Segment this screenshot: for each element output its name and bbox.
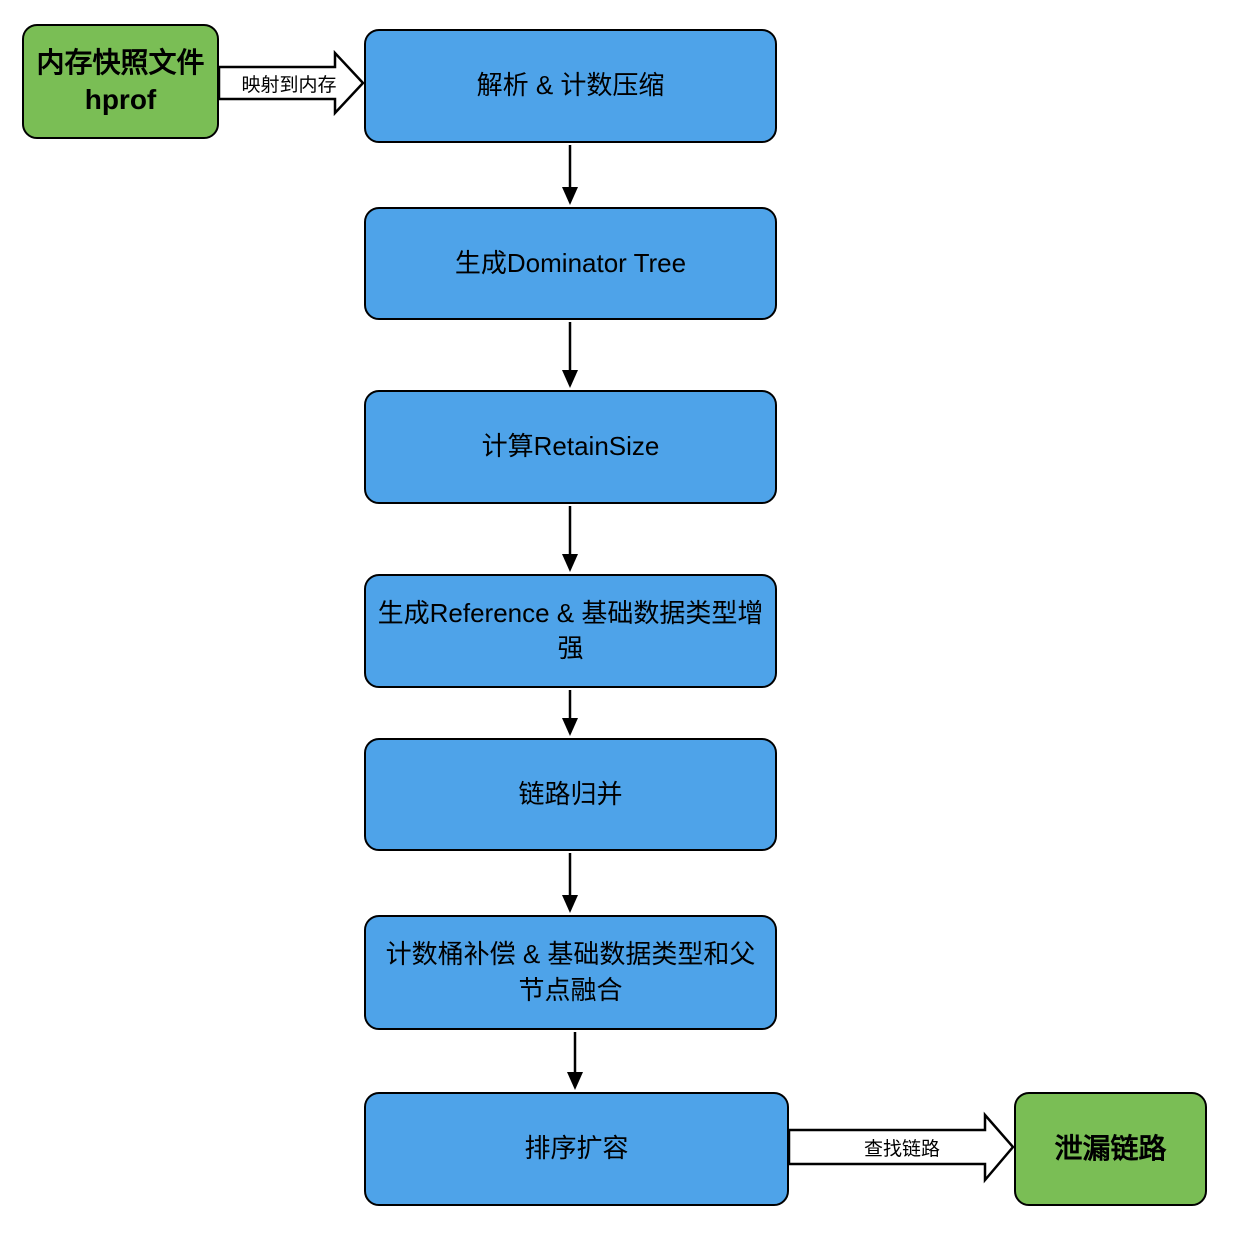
- edge-label-map-to-memory: 映射到内存: [241, 74, 337, 96]
- node-step-sort-expand: 排序扩容: [364, 1092, 789, 1206]
- node-step-dominator-tree: 生成Dominator Tree: [364, 207, 777, 320]
- node-hprof-file-label: 内存快照文件 hprof: [36, 47, 205, 115]
- block-arrow-map-to-memory-icon: [217, 49, 365, 117]
- arrow-down-5-icon: [562, 853, 578, 913]
- arrow-down-4-icon: [562, 690, 578, 736]
- node-leak-path-label: 泄漏链路: [1054, 1132, 1167, 1164]
- block-arrow-find-leak-icon: [787, 1111, 1015, 1184]
- arrow-down-6-icon: [567, 1032, 583, 1090]
- arrow-down-1-icon: [562, 145, 578, 205]
- edge-label-find-leak-path: 查找链路: [863, 1138, 940, 1160]
- node-step-link-merge: 链路归并: [364, 738, 777, 851]
- node-step-retain-size: 计算RetainSize: [364, 390, 777, 504]
- node-hprof-file: 内存快照文件 hprof: [22, 24, 219, 139]
- arrow-down-3-icon: [562, 506, 578, 572]
- node-step-bucket-compensate: 计数桶补偿 & 基础数据类型和父节点融合: [364, 915, 777, 1030]
- arrow-down-2-icon: [562, 322, 578, 388]
- node-step-reference-enhance: 生成Reference & 基础数据类型增强: [364, 574, 777, 688]
- node-leak-path: 泄漏链路: [1014, 1092, 1207, 1206]
- node-step-parse-compress: 解析 & 计数压缩: [364, 29, 777, 143]
